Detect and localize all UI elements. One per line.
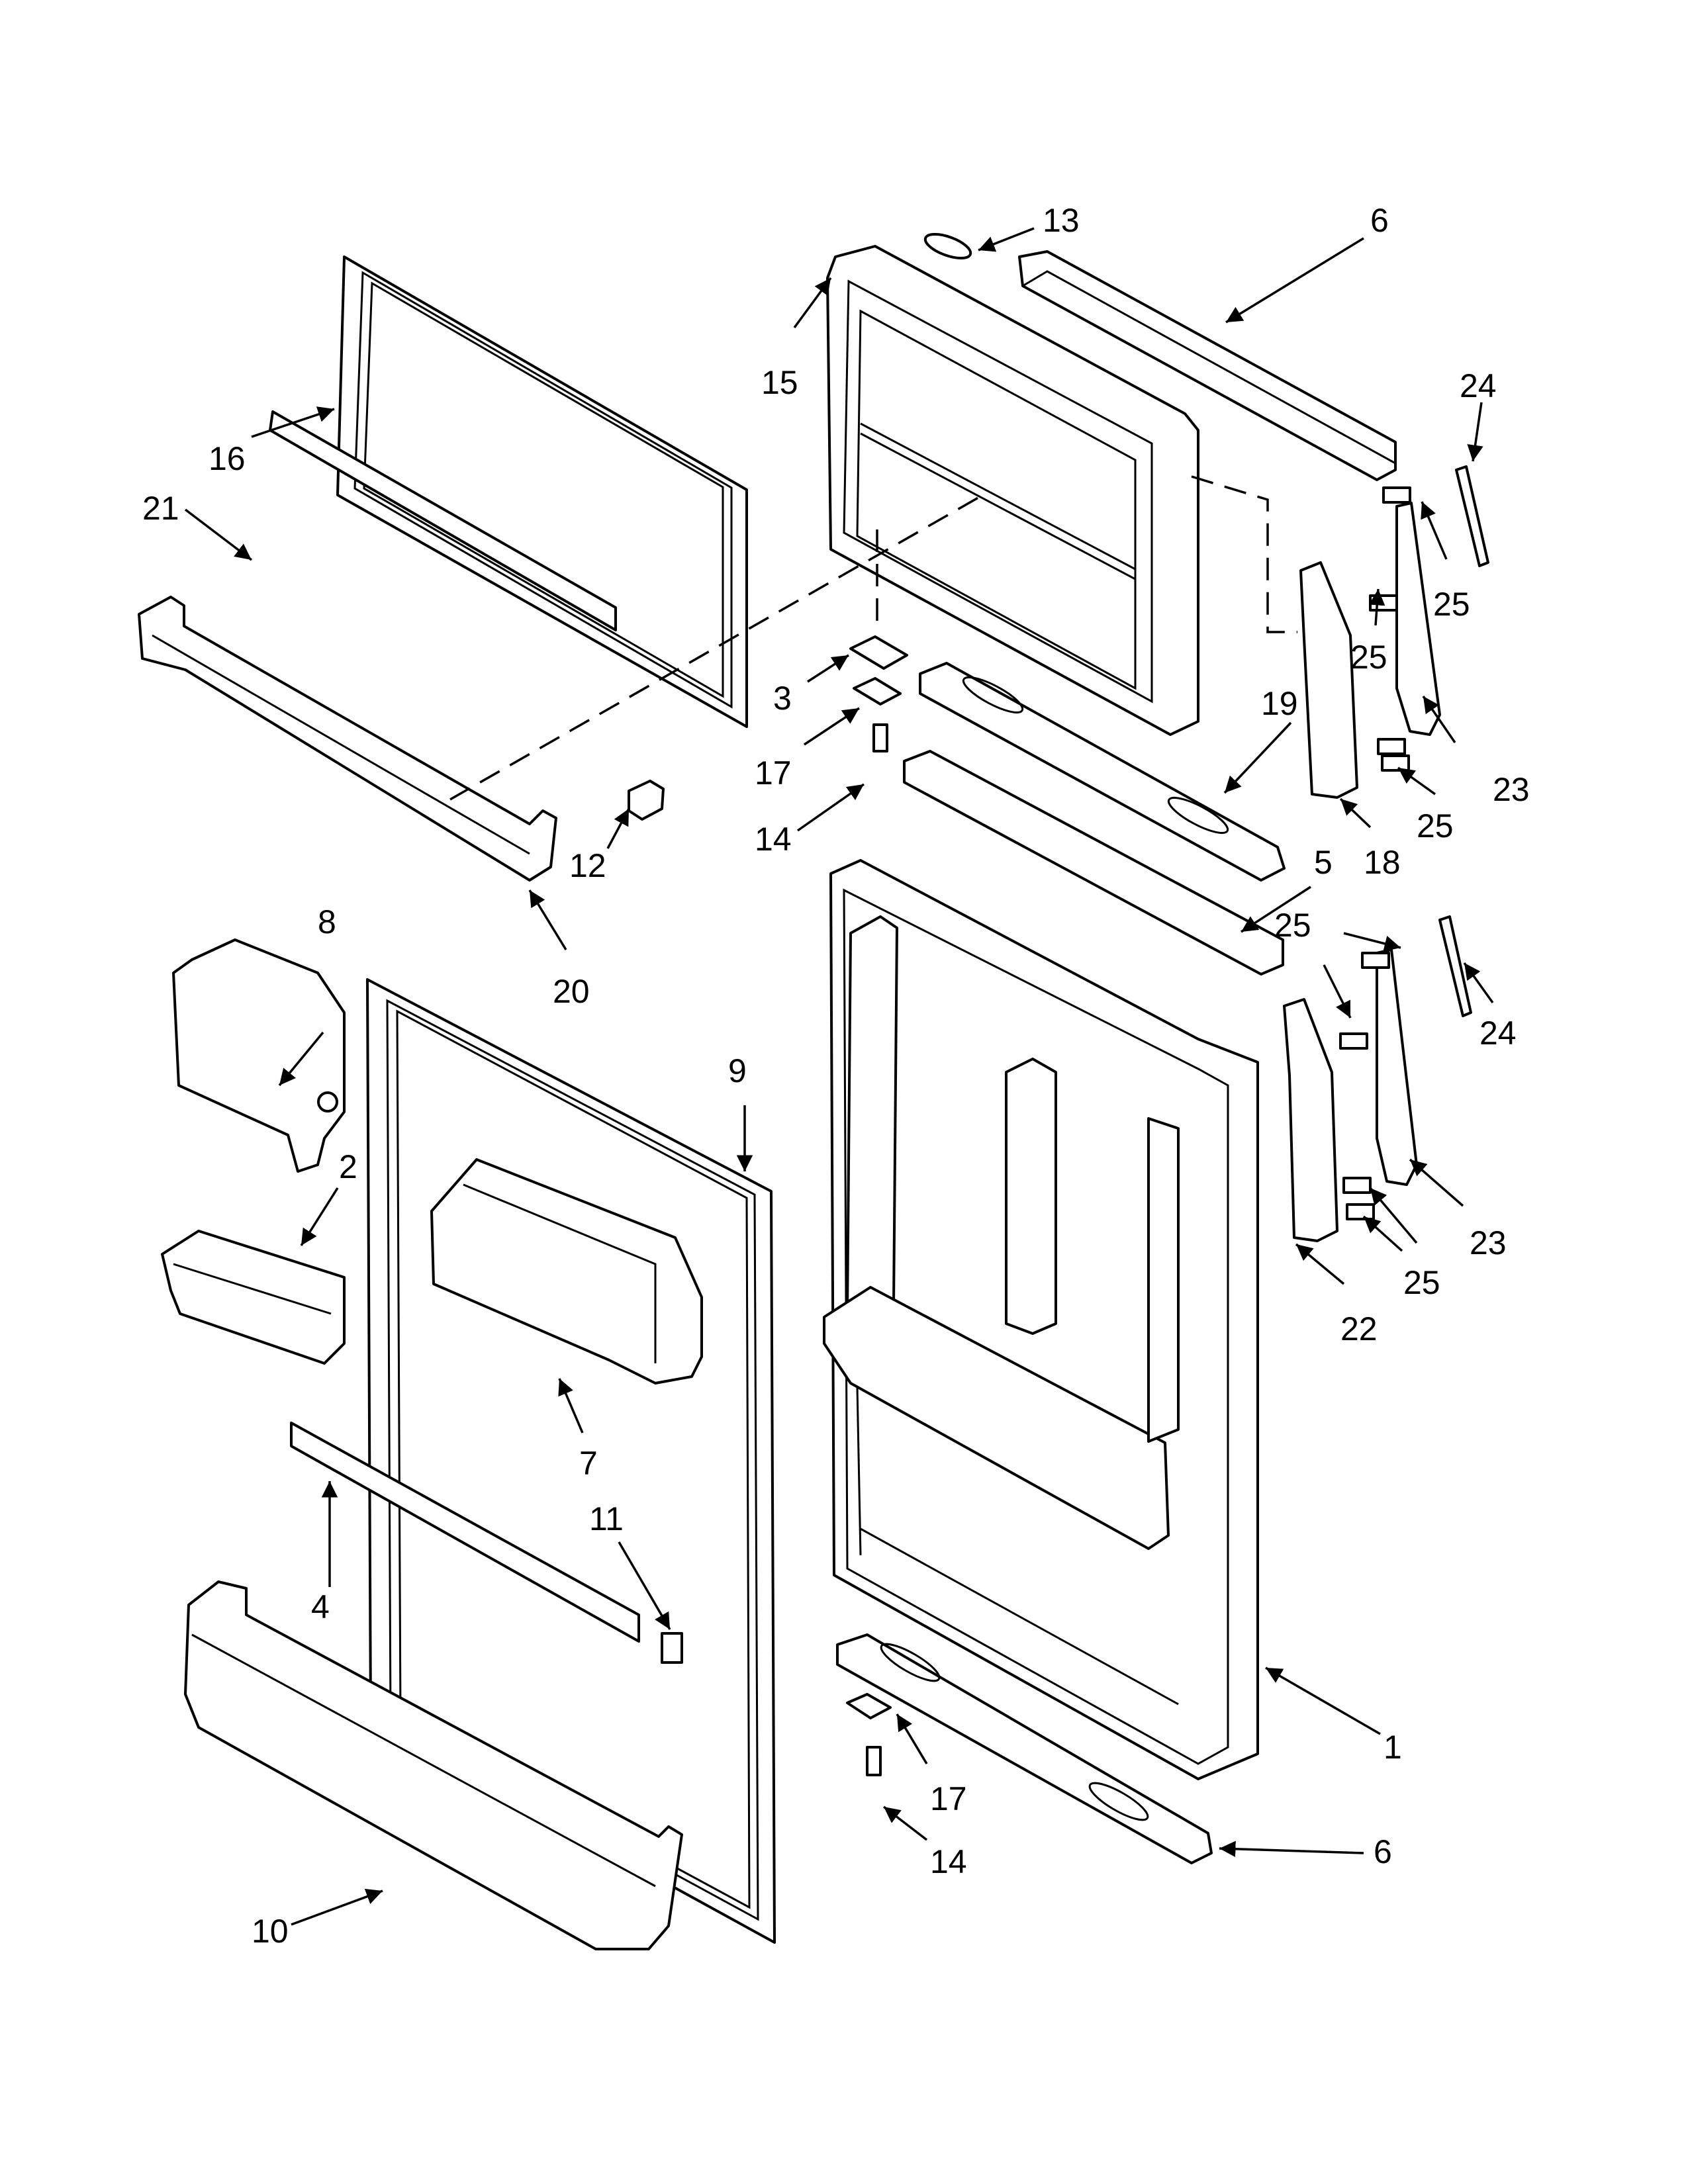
fresh-food-top-trim xyxy=(903,750,1284,976)
callout-8: 8 xyxy=(318,903,336,940)
shelf-end-cap xyxy=(628,780,665,821)
callout-20: 20 xyxy=(553,973,590,1010)
callout-9: 9 xyxy=(728,1052,747,1089)
callout-5: 5 xyxy=(1314,844,1333,881)
callout-24-lower: 24 xyxy=(1479,1015,1517,1052)
callout-24-upper: 24 xyxy=(1460,367,1497,404)
freezer-door-shelf-strip xyxy=(269,410,617,631)
door-bin xyxy=(430,1158,703,1385)
freezer-door-shelf xyxy=(138,596,557,882)
callout-25-a: 25 xyxy=(1433,586,1470,623)
callout-23-lower: 23 xyxy=(1470,1224,1507,1261)
badge xyxy=(923,232,972,260)
callout-18: 18 xyxy=(1364,844,1401,881)
callout-10: 10 xyxy=(252,1913,289,1950)
callout-21: 21 xyxy=(142,490,179,527)
callout-25-b: 25 xyxy=(1350,639,1387,676)
dairy-compartment-door xyxy=(172,938,346,1173)
callout-14-upper: 14 xyxy=(755,821,792,858)
hinge-upper xyxy=(849,635,908,752)
callout-labels: 1 2 3 4 5 6 6 7 8 9 10 11 12 13 14 14 15… xyxy=(142,202,1530,1950)
callout-14-lower: 14 xyxy=(930,1843,967,1880)
callout-16: 16 xyxy=(209,440,246,477)
callout-17-upper: 17 xyxy=(755,754,792,792)
large-door-bin xyxy=(184,1580,683,1950)
callout-17-lower: 17 xyxy=(930,1780,967,1817)
callout-12: 12 xyxy=(569,847,606,884)
callout-25-d: 25 xyxy=(1274,907,1311,944)
callout-22: 22 xyxy=(1340,1310,1378,1347)
callout-23-upper: 23 xyxy=(1493,771,1530,808)
shelf-bar xyxy=(290,1422,640,1643)
freezer-door-liner xyxy=(826,245,1199,736)
callout-25-e: 25 xyxy=(1403,1264,1440,1301)
fresh-food-door xyxy=(823,859,1259,1780)
freezer-bottom-trim xyxy=(919,662,1286,882)
top-door-trim xyxy=(1018,250,1397,481)
callout-2: 2 xyxy=(339,1148,357,1185)
callout-13: 13 xyxy=(1043,202,1080,239)
dairy-bin xyxy=(161,1230,346,1365)
callout-15: 15 xyxy=(761,364,798,401)
callout-25-c: 25 xyxy=(1417,807,1454,844)
callout-19: 19 xyxy=(1261,685,1298,722)
callout-6-bottom: 6 xyxy=(1374,1833,1392,1870)
callout-3: 3 xyxy=(773,680,792,717)
alignment-line xyxy=(1191,475,1297,633)
leader-arrows xyxy=(184,227,1494,1926)
callout-7: 7 xyxy=(579,1445,598,1482)
callout-4: 4 xyxy=(311,1588,330,1625)
callout-1: 1 xyxy=(1383,1729,1402,1766)
shelf-bar-clip xyxy=(661,1632,683,1664)
freezer-door-gasket xyxy=(336,255,748,728)
fresh-food-handle-assembly xyxy=(1283,915,1472,1242)
callout-11: 11 xyxy=(589,1500,624,1537)
freezer-handle-assembly xyxy=(1299,465,1489,799)
hinge-lower xyxy=(846,1693,892,1776)
bottom-door-trim xyxy=(836,1633,1213,1864)
callout-6-top: 6 xyxy=(1370,202,1389,239)
